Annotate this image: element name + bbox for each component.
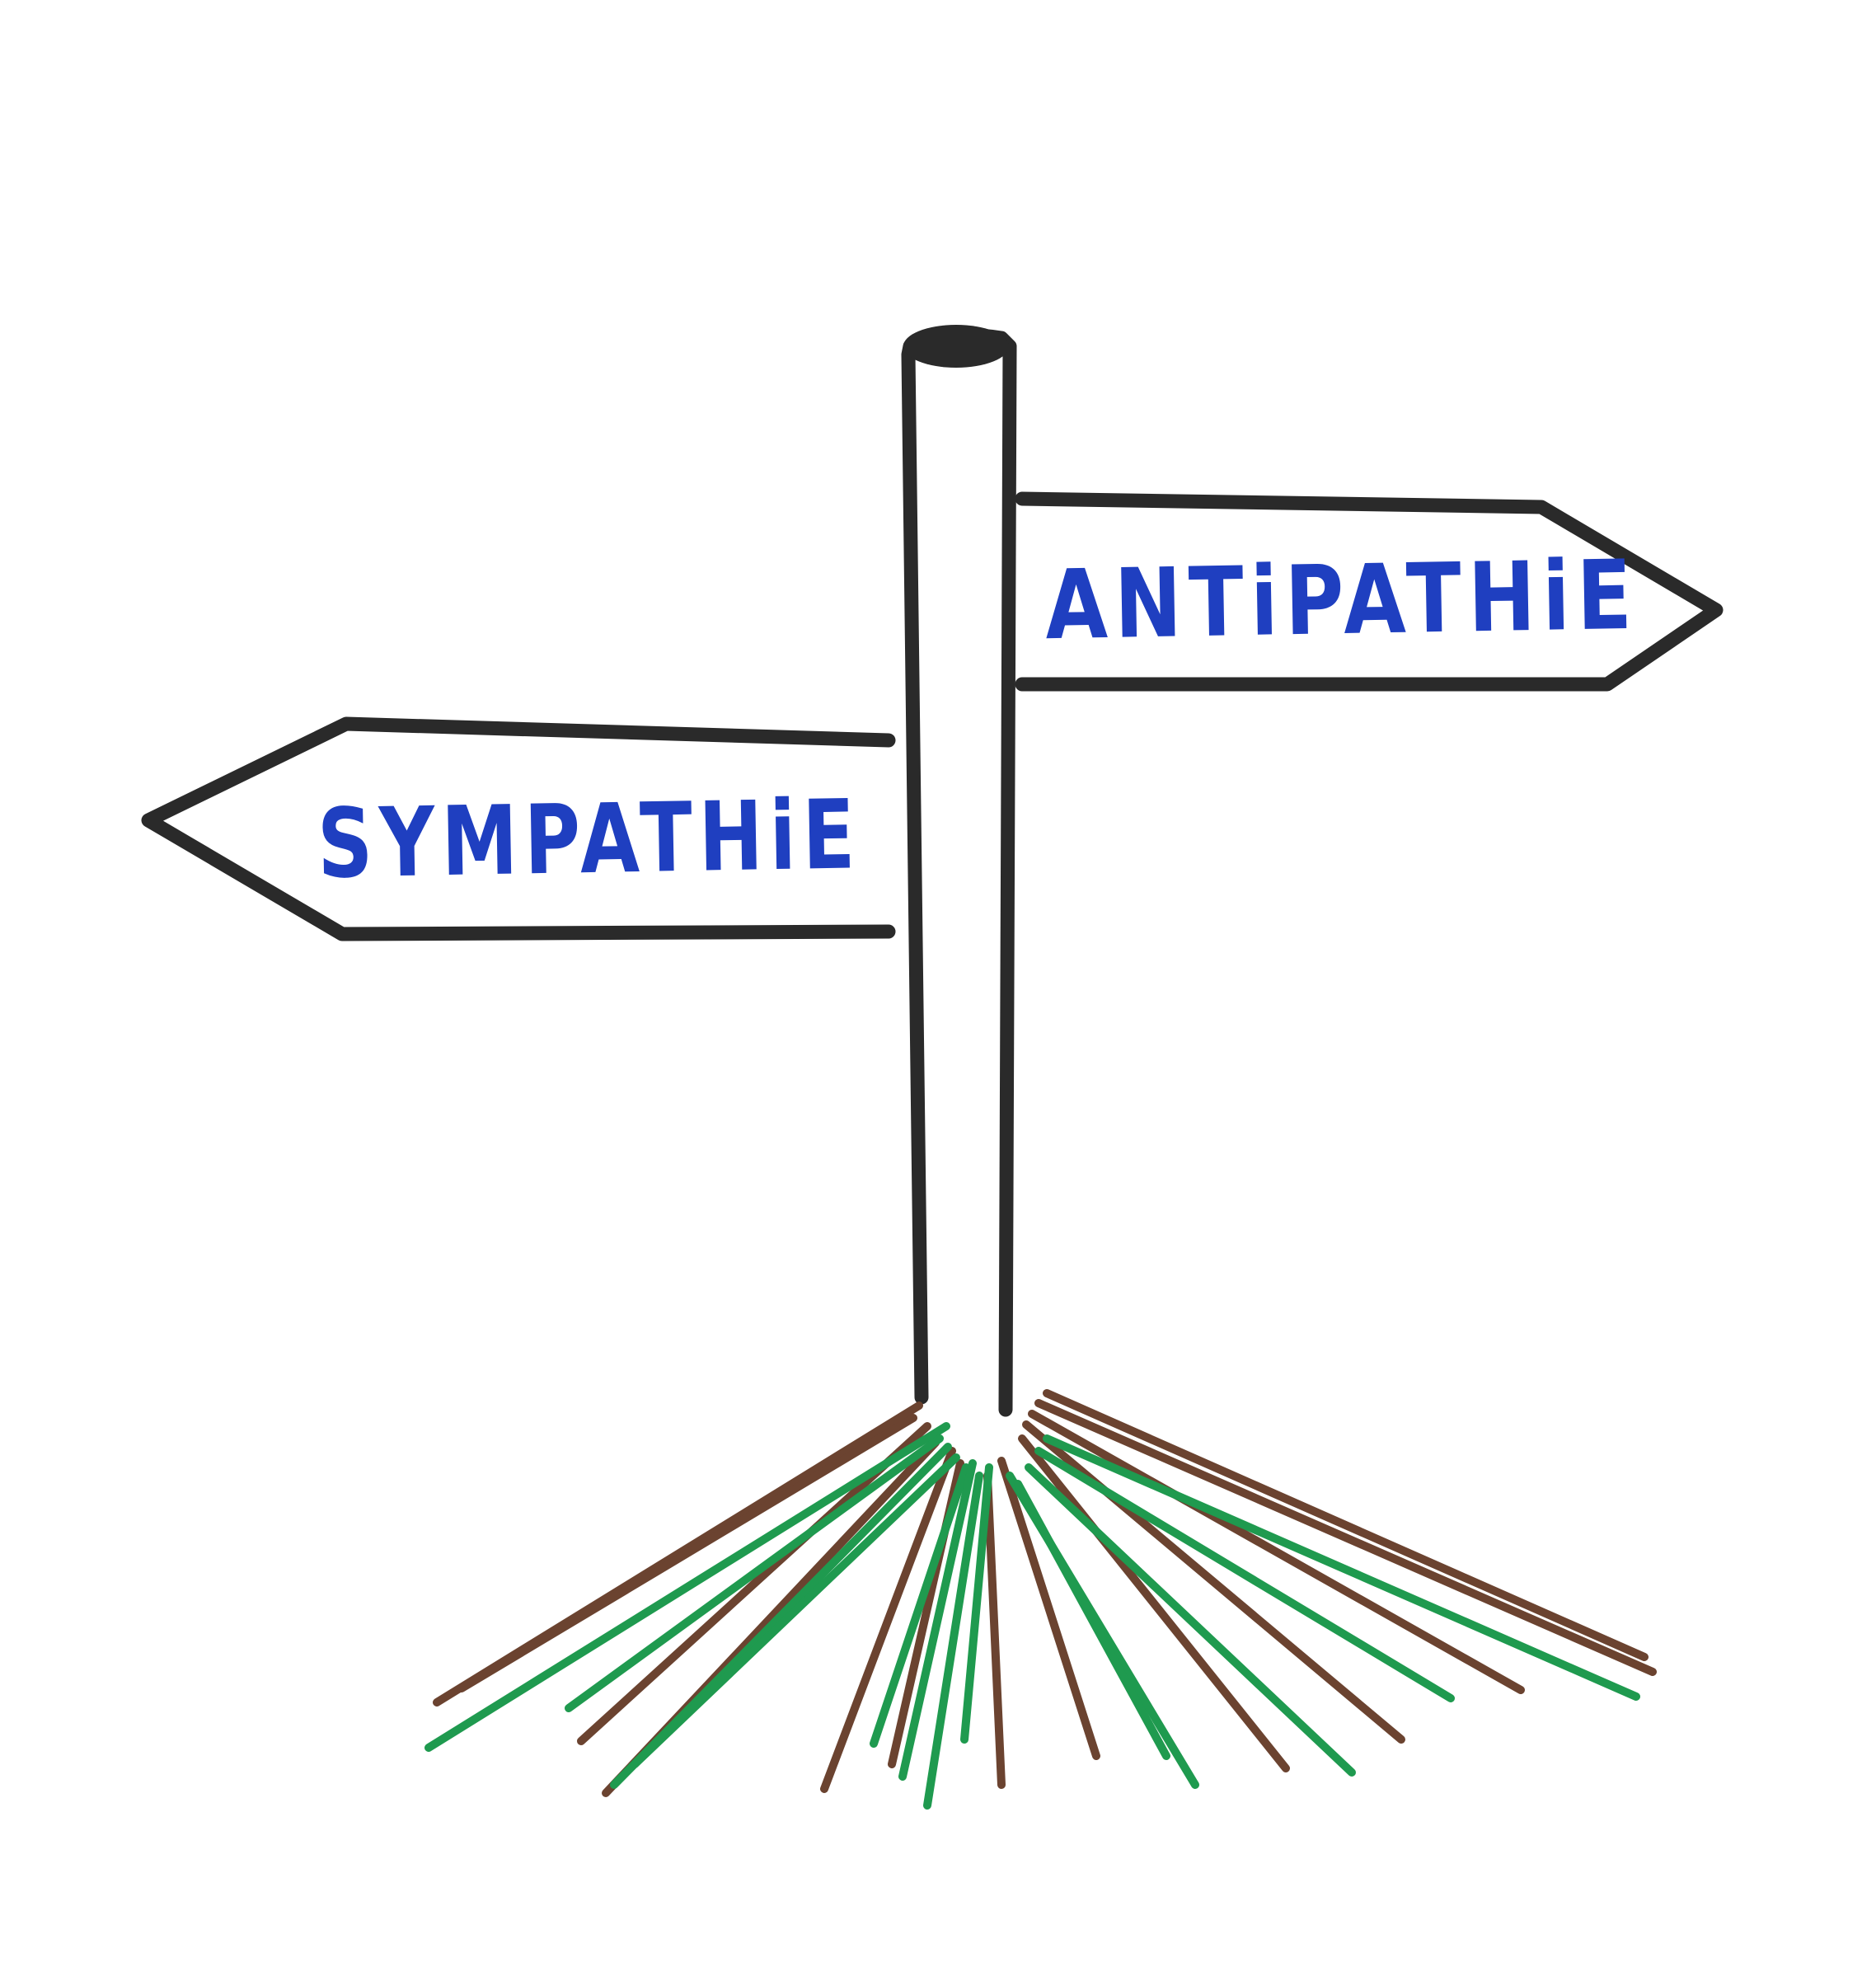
right-sign-label: ANTiPATHiE (1044, 540, 1639, 662)
left-sign: SYMPATHiE (141, 716, 896, 941)
left-sign-label: SYMPATHiE (317, 779, 862, 899)
green-grass (424, 1422, 1640, 1810)
pole-cap (903, 325, 1009, 368)
right-sign: ANTiPATHiE (1015, 491, 1724, 692)
pole-outline (901, 328, 1017, 1417)
roots-and-grass (424, 1389, 1657, 1810)
brown-roots (433, 1389, 1657, 1797)
signpost-pole (901, 325, 1017, 1417)
left-sign-board (141, 716, 896, 941)
right-sign-board (1015, 491, 1724, 692)
